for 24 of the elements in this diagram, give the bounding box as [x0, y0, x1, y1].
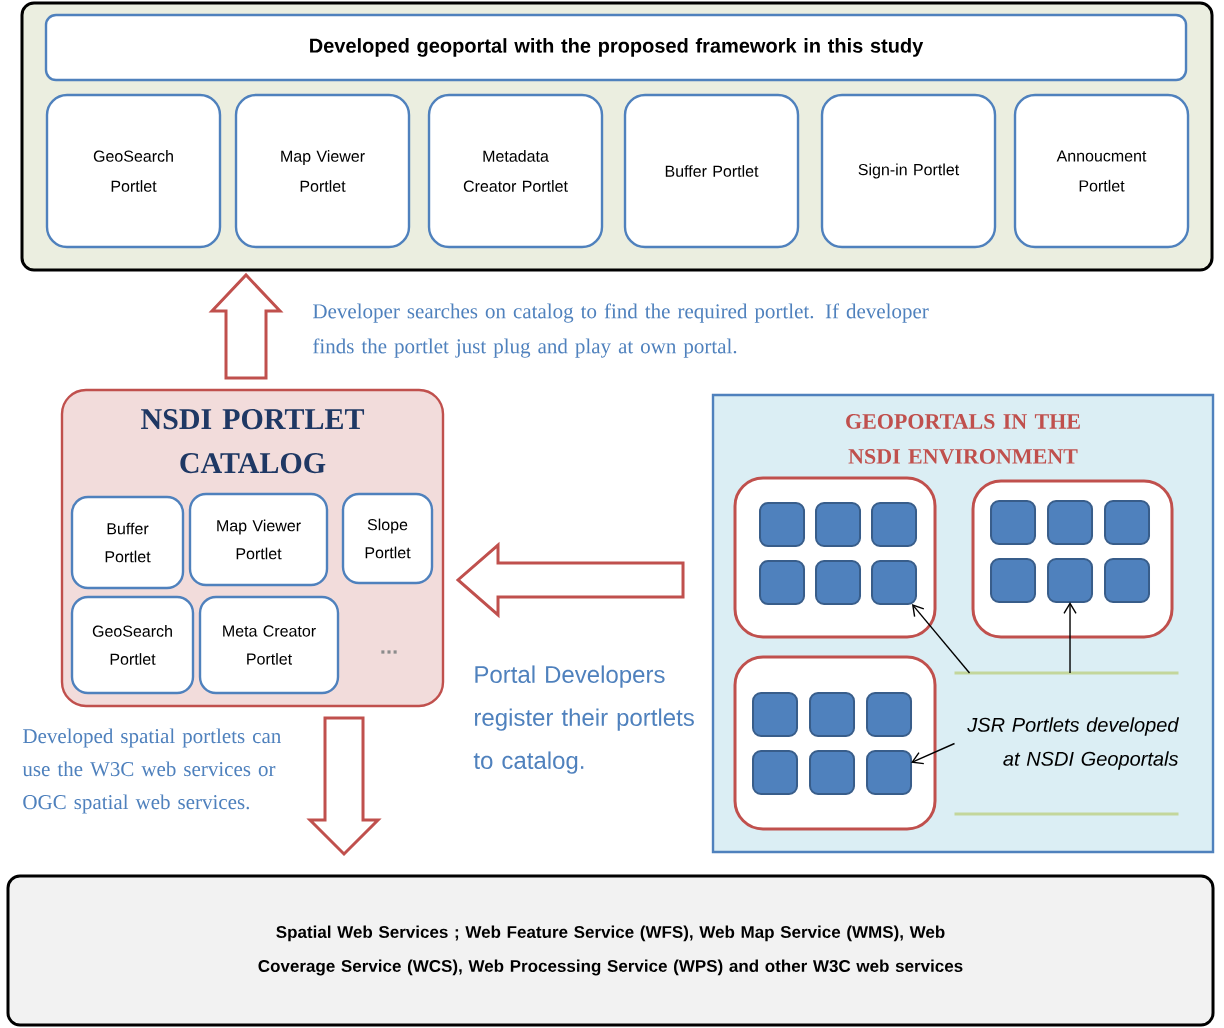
edge-label: Developer searches on catalog to find the required portlet. If developer finds the portlet just plug and play at own portal. [313, 303, 929, 358]
arrow [911, 742, 956, 765]
portlet-box: Metadata Creator Portlet [427, 93, 604, 249]
ellipsis-text: ... [381, 650, 397, 654]
block-arrow [208, 272, 284, 380]
portlet-box: Buffer Portlet [623, 93, 800, 249]
arrow [1063, 602, 1077, 674]
title-box: Developed geoportal with the proposed framework in this study [44, 13, 1188, 82]
edge-label: Developed spatial portlets can use the W3C web services or OGC spatial web services. [22, 728, 281, 814]
block-arrow [455, 541, 685, 619]
edge-label: Portal Developers register their portlets to catalog. [473, 665, 694, 774]
portlet-box: Slope Portlet [341, 492, 434, 585]
services-box: Spatial Web Services ; Web Feature Service (WFS), Web Map Service (WMS), Web Coverage Service (WCS), Web Processing Service (WPS) and other W3C web services [6, 874, 1215, 1027]
block-arrow [306, 716, 382, 857]
portlet-box: Sign-in Portlet [820, 93, 997, 249]
portlet-box: Meta Creator Portlet [198, 595, 340, 695]
note-text: JSR Portlets developed at NSDI Geoportals [967, 717, 1179, 770]
arrow [911, 604, 971, 674]
portlet-box: Annoucment Portlet [1013, 93, 1190, 249]
portlet-box: GeoSearch Portlet [70, 595, 195, 695]
portlet-box: Map Viewer Portlet [234, 93, 411, 249]
portlet-box: GeoSearch Portlet [45, 93, 222, 249]
portlet-box: Map Viewer Portlet [188, 492, 329, 587]
portlet-box: Buffer Portlet [70, 495, 185, 590]
